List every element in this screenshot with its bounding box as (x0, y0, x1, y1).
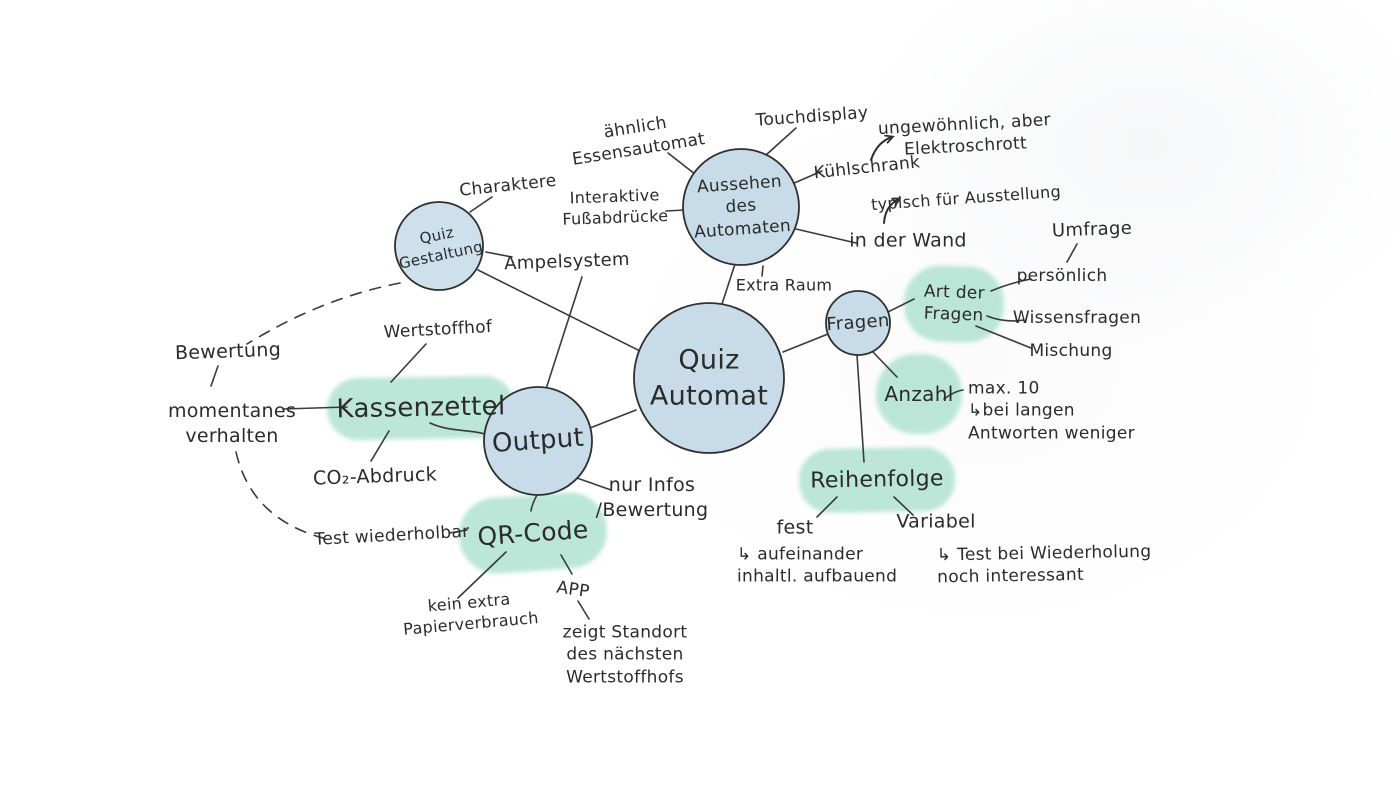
arrow-to-ausstellung (883, 199, 899, 224)
edge-art-der-fragen-persoenlich (990, 278, 1032, 292)
fest-label: fest (776, 516, 814, 539)
aussehen-label[interactable]: Aussehen des Automaten (693, 171, 792, 243)
edge-aussehen-touchdisplay (765, 127, 797, 156)
edge-quiz-automat-output (589, 409, 637, 429)
edge-app-zeigt-standort (577, 600, 590, 620)
edge-output-qr-code (530, 494, 538, 512)
anzahl-label[interactable]: Anzahl (884, 381, 954, 406)
edge-umfrage-persoenlich (1066, 243, 1078, 263)
interaktive-fussabdruecke-label: Interaktive Fußabdrücke (562, 185, 669, 229)
nur-infos-bewertung-label: nur Infos /Bewertung (595, 473, 709, 521)
fest-note-label: ↳ aufeinander inhaltl. aufbauend (737, 544, 898, 587)
momentanes-verhalten-label: momentanes verhalten (167, 399, 297, 447)
fragen-node[interactable] (825, 290, 891, 356)
edge-aussehen-kuehlschrank (791, 170, 823, 185)
wissensfragen-label: Wissensfragen (1012, 307, 1142, 328)
edge-aussehen-interaktive-fussabdruecke (665, 209, 686, 212)
edge-momentanes-verhalten-test-wiederholbar (235, 451, 332, 541)
edge-quiz-gestaltung-quiz-automat (477, 269, 641, 352)
kassenzettel-label[interactable]: Kassenzettel (336, 391, 506, 425)
output-node[interactable] (483, 386, 593, 496)
edge-fragen-anzahl (871, 350, 898, 378)
edge-aussehen-extra-raum (761, 265, 764, 277)
persoenlich-label: persönlich (1016, 265, 1108, 286)
edge-fragen-reihenfolge (856, 354, 865, 463)
edge-ampelsystem-output (545, 276, 583, 390)
zeigt-standort-label: zeigt Standort des nächsten Wertstoffhof… (562, 622, 688, 688)
edge-quiz-gestaltung-charaktere (469, 196, 493, 213)
aussehen-node[interactable] (682, 148, 800, 266)
extra-raum-label: Extra Raum (735, 275, 833, 295)
edge-momentanes-verhalten-kassenzettel (282, 406, 348, 410)
in-der-wand-label: in der Wand (849, 229, 967, 252)
edge-art-der-fragen-mischung (975, 325, 1032, 349)
umfrage-label: Umfrage (1051, 217, 1133, 242)
edge-art-der-fragen-wissensfragen (986, 315, 1025, 322)
reihenfolge-highlight[interactable] (798, 447, 956, 514)
anzahl-highlight[interactable] (876, 354, 962, 434)
edge-quiz-automat-fragen (782, 333, 829, 353)
art-der-fragen-label[interactable]: Art der Fragen (923, 281, 986, 327)
edge-fragen-art-der-fragen (887, 298, 915, 313)
edge-output-nur-infos-bewertung (576, 477, 612, 491)
quiz-automat-node[interactable] (633, 302, 785, 454)
anzahl-note-label: max. 10 ↳bei langen Antworten weniger (968, 378, 1135, 444)
qr-code-highlight[interactable] (457, 490, 610, 576)
edge-aussehen-in-der-wand (795, 228, 857, 244)
quiz-automat-label[interactable]: Quiz Automat (649, 344, 769, 411)
fragen-label[interactable]: Fragen (825, 309, 891, 336)
reihenfolge-label[interactable]: Reihenfolge (810, 466, 944, 494)
app-label: APP (555, 577, 591, 602)
edge-quiz-gestaltung-bewertung (246, 282, 401, 345)
edge-reihenfolge-variabel (893, 496, 914, 516)
mischung-label: Mischung (1029, 340, 1113, 361)
edge-qr-code-test-wiederholbar (448, 529, 468, 534)
bewertung-label: Bewertung (174, 338, 282, 365)
edge-quiz-automat-aussehen (721, 263, 736, 305)
edge-kassenzettel-wertstoffhof (390, 343, 427, 383)
edge-qr-code-kein-extra-papierverbrauch (457, 551, 507, 599)
edge-qr-code-app (560, 554, 573, 575)
edge-quiz-gestaltung-ampelsystem (485, 251, 513, 258)
ampelsystem-label: Ampelsystem (503, 248, 631, 275)
arrow-to-elektroschrott (870, 137, 892, 161)
quiz-gestaltung-node[interactable] (394, 201, 484, 291)
variabel-label: Variabel (896, 510, 976, 533)
edge-bewertung-momentanes-verhalten (210, 365, 219, 387)
edge-anzahl-anzahl-note (943, 389, 964, 400)
edge-reihenfolge-fest (816, 496, 838, 518)
output-label[interactable]: Output (490, 422, 585, 460)
edge-kassenzettel-co2-abdruck (370, 430, 390, 462)
kassenzettel-highlight[interactable] (326, 375, 515, 441)
art-der-fragen-highlight[interactable] (903, 264, 1006, 343)
variabel-note-label: ↳ Test bei Wiederholung noch interessant (936, 541, 1152, 588)
co2-abdruck-label: CO₂-Abdruck (312, 463, 438, 490)
